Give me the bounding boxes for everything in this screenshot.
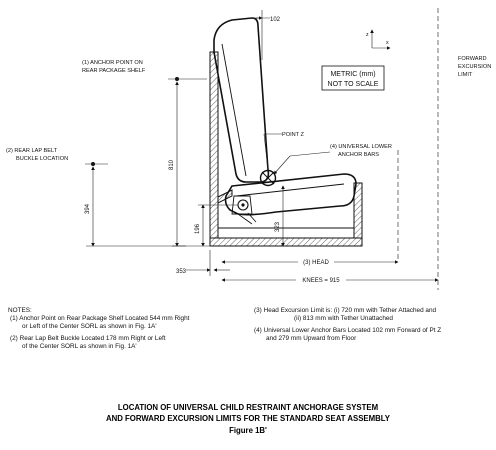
rear-lap-label-1: (2) REAR LAP BELT <box>6 148 58 154</box>
note-4b: and 279 mm Upward from Floor <box>266 335 357 342</box>
dim-196-label: 196 <box>195 223 201 234</box>
rear-lap-belt-buckle: (2) REAR LAP BELT BUCKLE LOCATION <box>6 148 108 166</box>
head-dim-label: (3) HEAD <box>303 260 329 266</box>
note-3a: (3) Head Excursion Limit is: (i) 720 mm … <box>254 307 437 314</box>
caption-line2: AND FORWARD EXCURSION LIMITS FOR THE STA… <box>106 414 391 423</box>
seat-back-cushion <box>213 17 270 183</box>
notes-section: NOTES: (1) Anchor Point on Rear Package … <box>8 307 441 350</box>
caption-line1: LOCATION OF UNIVERSAL CHILD RESTRAINT AN… <box>118 403 378 412</box>
lower-bars-label-1: (4) UNIVERSAL LOWER <box>330 144 392 150</box>
note-1a: (1) Anchor Point on Rear Package Shelf L… <box>10 315 190 322</box>
seat-bottom-cushion <box>224 173 357 216</box>
point-z-callout: POINT Z <box>263 132 305 171</box>
seat-frame <box>209 51 363 247</box>
dim-353-label: 353 <box>176 269 187 275</box>
dimension-102: 102 <box>248 10 281 60</box>
fwd-limit-line2: EXCURSION <box>458 64 491 70</box>
rear-shelf-anchor: (1) ANCHOR POINT ON REAR PACKAGE SHELF <box>82 60 207 81</box>
point-z-label: POINT Z <box>282 132 305 138</box>
dimension-394: 394 <box>85 166 95 247</box>
metric-line1: METRIC (mm) <box>330 71 375 78</box>
lower-anchor-bars <box>231 169 277 225</box>
dim-323-label: 323 <box>275 221 281 232</box>
dimension-810: 810 <box>169 81 179 247</box>
dimension-353: 353 <box>176 250 230 276</box>
axis-z-label: z <box>366 32 369 38</box>
axis-indicator: z x <box>366 29 391 50</box>
caption-line3: Figure 1B' <box>229 426 267 435</box>
rear-shelf-label-2: REAR PACKAGE SHELF <box>82 68 146 74</box>
lower-bars-callout: (4) UNIVERSAL LOWER ANCHOR BARS <box>273 144 392 175</box>
dimension-head: (3) HEAD <box>221 256 399 266</box>
figure-caption: LOCATION OF UNIVERSAL CHILD RESTRAINT AN… <box>106 403 391 435</box>
note-2a: (2) Rear Lap Belt Buckle Located 178 mm … <box>10 335 166 342</box>
dim-102-label: 102 <box>270 17 281 23</box>
fwd-limit-line3: LIMIT <box>458 72 473 78</box>
forward-excursion-limit: FORWARD EXCURSION LIMIT <box>437 8 491 290</box>
notes-title: NOTES: <box>8 307 32 314</box>
note-1b: or Left of the Center SORL as shown in F… <box>22 323 157 330</box>
axis-x-label: x <box>386 40 389 46</box>
lower-bars-label-2: ANCHOR BARS <box>338 152 379 158</box>
dimension-323: 323 <box>275 185 285 247</box>
note-3b: (ii) 813 mm with Tether Unattached <box>294 315 393 322</box>
dim-394-label: 394 <box>85 203 91 214</box>
note-2b: of the Center SORL as shown in Fig. 1A' <box>22 343 137 350</box>
dim-810-label: 810 <box>169 159 175 170</box>
dimension-knees: KNEES = 915 <box>221 274 439 284</box>
dimension-196: 196 <box>195 204 238 247</box>
fwd-limit-line1: FORWARD <box>458 56 487 62</box>
note-4a: (4) Universal Lower Anchor Bars Located … <box>254 327 441 334</box>
rear-shelf-label-1: (1) ANCHOR POINT ON <box>82 60 143 66</box>
metric-note-box: METRIC (mm) NOT TO SCALE <box>321 65 385 91</box>
rear-lap-label-2: BUCKLE LOCATION <box>16 156 68 162</box>
metric-line2: NOT TO SCALE <box>328 81 379 88</box>
knees-dim-label: KNEES = 915 <box>302 278 340 284</box>
